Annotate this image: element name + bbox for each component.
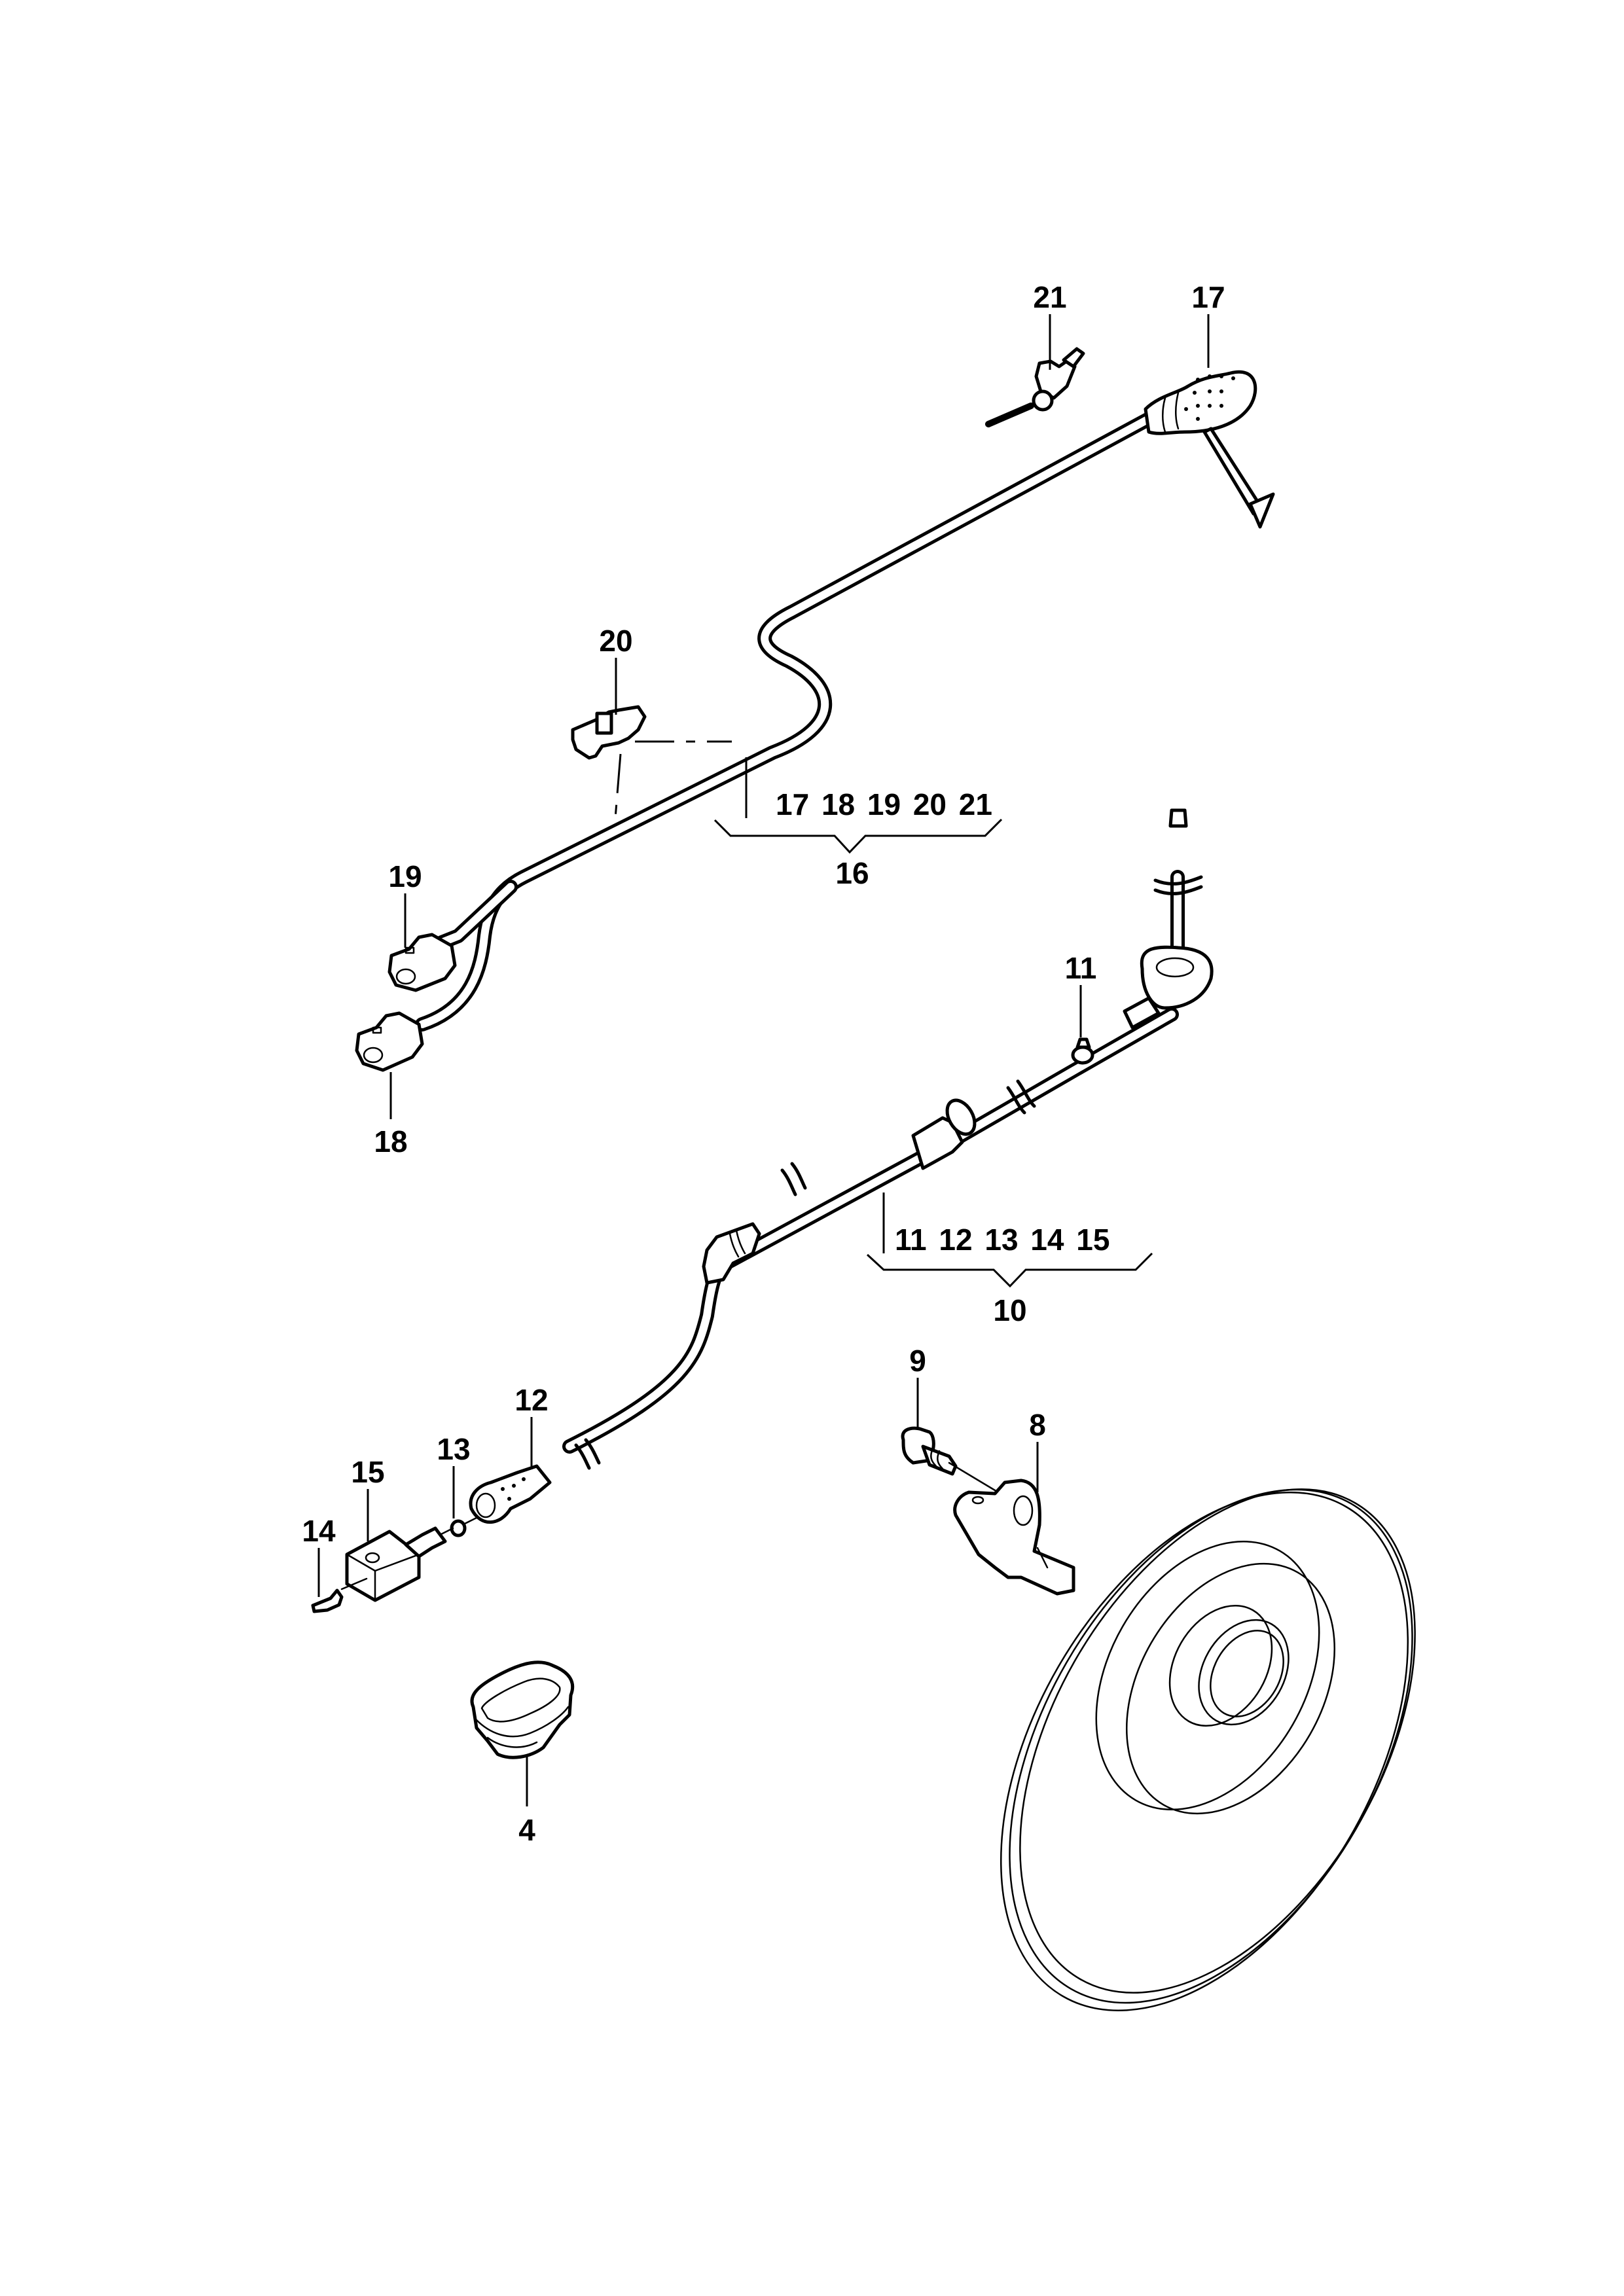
callout-15: 15 [351, 1455, 384, 1489]
part-17-grommet-boot [1144, 370, 1275, 529]
part-20-bracket [571, 705, 732, 819]
sensor-cable-10 [562, 870, 1203, 1470]
cable-break [1153, 875, 1203, 886]
part-9-bolt [901, 1426, 1000, 1494]
part-4-grommet [470, 1660, 575, 1759]
brake-disc [1000, 1488, 1416, 2011]
callout-17: 17 [1191, 280, 1225, 314]
group-children-16: 17 18 19 20 21 [776, 787, 992, 821]
callout-10: 10 [993, 1293, 1026, 1327]
part-8-wheel-speed-sensor [953, 1479, 1075, 1596]
part-21-cable-clip [985, 347, 1085, 427]
part-18-connector [355, 1011, 424, 1072]
callout-8: 8 [1029, 1408, 1046, 1442]
callout-12: 12 [514, 1383, 548, 1417]
boot-texture-dots [1184, 374, 1235, 421]
callout-11: 11 [1065, 951, 1097, 985]
harness-cable-16 [415, 412, 1156, 1031]
part-19-connector [388, 933, 457, 992]
callout-9: 9 [909, 1344, 926, 1378]
callout-14: 14 [302, 1514, 336, 1548]
group-children-10: 11 12 13 14 15 [895, 1223, 1110, 1257]
callout-13: 13 [437, 1432, 470, 1466]
callout-16: 16 [835, 856, 869, 890]
part-15-connector-housing [345, 1526, 447, 1602]
part-13-seal [439, 1516, 479, 1537]
cable-10-grommet [1123, 808, 1214, 1030]
part-11-clip [1071, 1037, 1094, 1065]
callout-18: 18 [374, 1124, 407, 1158]
callout-19: 19 [388, 859, 422, 893]
part-14-pin [311, 1577, 368, 1613]
cable-10-elbow [702, 1222, 761, 1285]
group-brace-16: 17 18 19 20 21 16 [713, 757, 1003, 890]
group-brace-10: 11 12 13 14 15 10 [866, 1193, 1153, 1327]
cable-10-inline-connector [911, 1098, 977, 1170]
callout-21: 21 [1033, 280, 1066, 314]
callout-20: 20 [599, 624, 632, 658]
callout-4: 4 [518, 1813, 535, 1847]
part-12-cable-connector [469, 1464, 552, 1524]
